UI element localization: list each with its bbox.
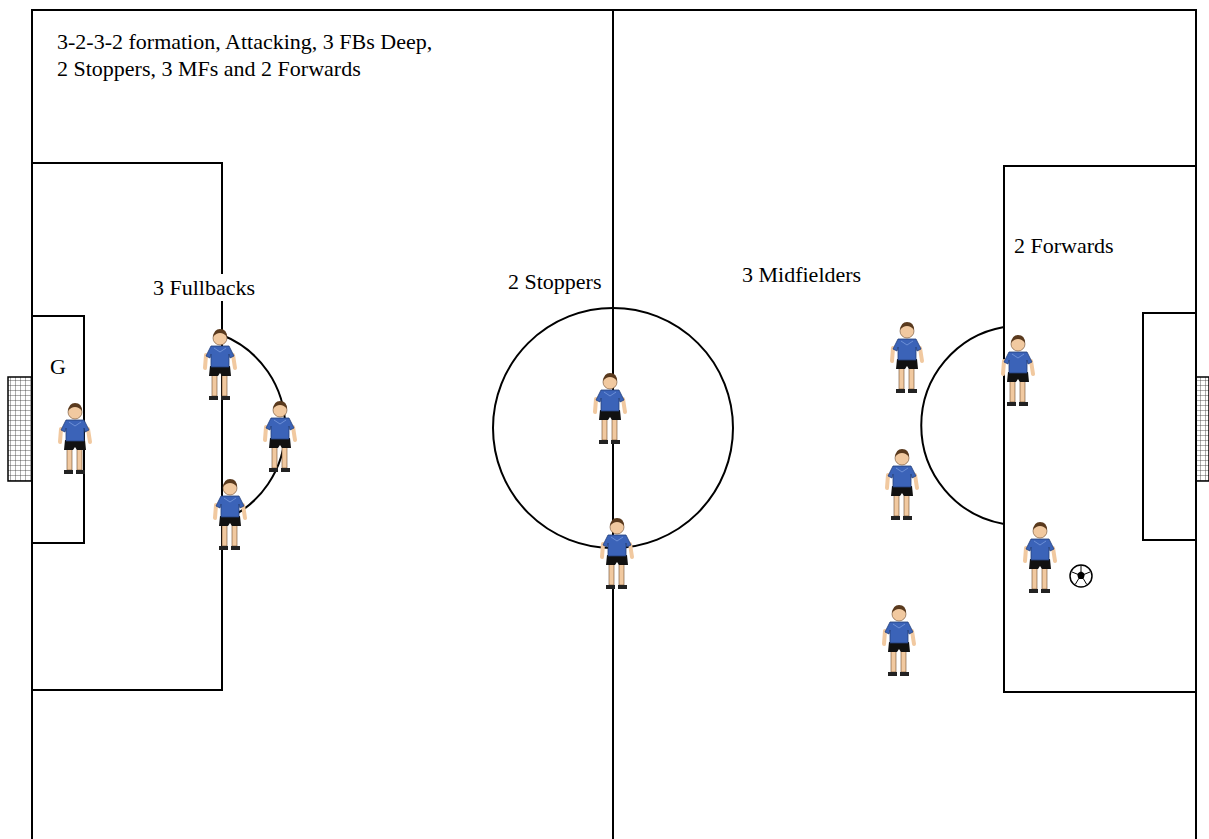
formation-note: 3-2-3-2 formation, Attacking, 3 FBs Deep… bbox=[55, 28, 437, 82]
field-lines bbox=[32, 10, 1196, 839]
position-label: 3 Midfielders bbox=[740, 261, 863, 288]
position-label: 2 Stoppers bbox=[506, 268, 604, 295]
goalkeeper-label: G bbox=[48, 353, 68, 380]
position-label: 3 Fullbacks bbox=[151, 274, 257, 301]
players bbox=[60, 322, 1055, 676]
position-label: 2 Forwards bbox=[1012, 232, 1116, 259]
soccer-ball bbox=[1070, 565, 1092, 587]
